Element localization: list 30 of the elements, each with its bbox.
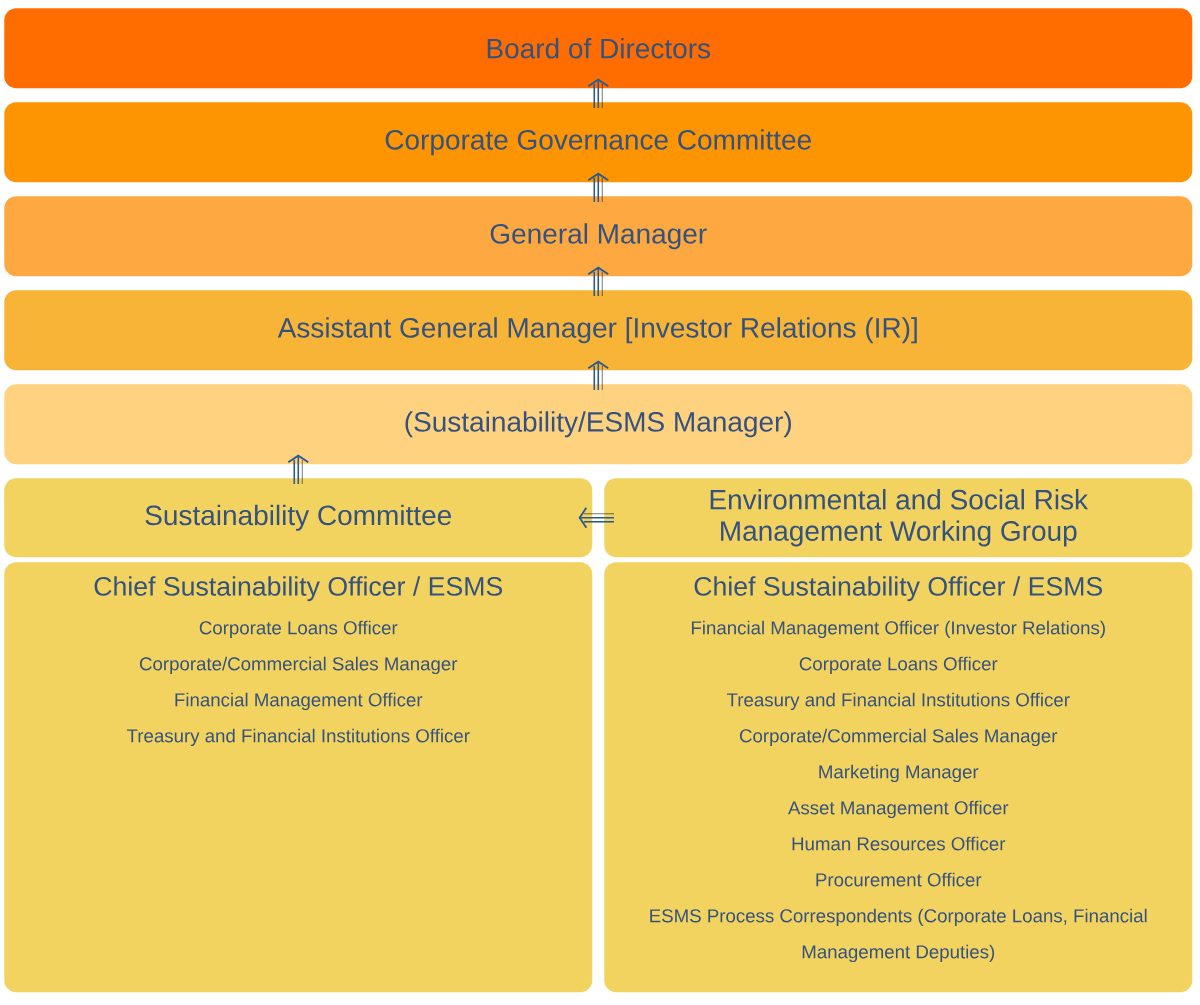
- arrow: [587, 172, 610, 203]
- role-text: Corporate/Commercial Sales Manager: [739, 728, 1058, 747]
- panel-heading: Chief Sustainability Officer / ESMS: [694, 576, 1102, 602]
- role-text: Marketing Manager: [819, 764, 979, 783]
- role-text: Treasury and Financial Institutions Officer: [727, 692, 1070, 711]
- role-text: Corporate/Commercial Sales Manager: [139, 656, 458, 675]
- level-box: Assistant General Manager [Investor Relations (IR)]: [4, 290, 1193, 371]
- role-text: Financial Management Officer: [175, 692, 423, 711]
- arrow: [578, 506, 615, 529]
- role-text: ESMS Process Correspondents (Corporate Loans, Financial Management Deputies): [650, 908, 1147, 963]
- level-box: Board of Directors: [4, 8, 1193, 89]
- role-text: Human Resources Officer: [792, 836, 1006, 851]
- role-text: Procurement Officer: [816, 872, 982, 887]
- level-box: (Sustainability/ESMS Manager): [4, 384, 1193, 465]
- role-text: Corporate Loans Officer: [799, 656, 998, 675]
- role-text: Treasury and Financial Institutions Officer: [127, 728, 470, 747]
- level-box: Corporate Governance Committee: [4, 102, 1193, 183]
- committee-box: Environmental and Social Risk Management Working Group: [604, 478, 1193, 558]
- arrow: [287, 454, 310, 485]
- arrow: [587, 266, 610, 297]
- panel-heading: Chief Sustainability Officer / ESMS: [94, 576, 502, 602]
- level-box: General Manager: [4, 196, 1193, 277]
- arrow: [587, 360, 610, 391]
- role-text: Corporate Loans Officer: [199, 620, 398, 639]
- committee-box: Sustainability Committee: [4, 478, 593, 558]
- role-text: Financial Management Officer (Investor Relations): [691, 620, 1105, 639]
- role-text: Asset Management Officer: [788, 800, 1009, 819]
- member-list-panel: [604, 562, 1193, 993]
- arrow: [587, 78, 610, 109]
- member-list-panel: [4, 562, 593, 993]
